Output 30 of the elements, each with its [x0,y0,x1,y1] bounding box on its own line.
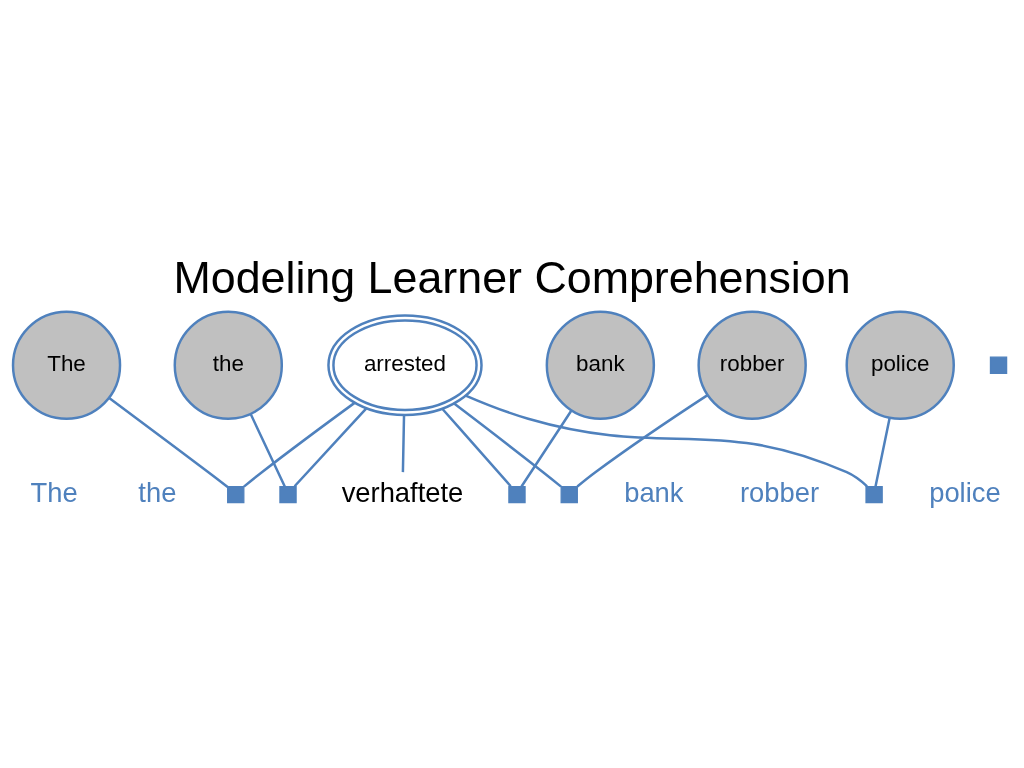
connector [243,401,356,488]
node-circle: bank [545,309,656,420]
node-circle: robber [697,309,807,420]
label: police [929,476,1001,508]
label: robber [739,476,820,508]
node-circle: the [173,309,284,420]
diagram-title: Modeling Learner Comprehension [173,251,851,302]
connector [520,409,573,487]
connector [441,407,512,487]
label: The [30,476,78,508]
node-box [508,485,526,503]
label: bank [624,476,684,508]
node-text: verhaftete [341,476,464,508]
node-box [279,485,297,503]
node-circle: The [11,309,122,420]
connector [576,393,709,487]
connector [401,414,406,472]
connector [108,396,229,488]
connector [874,416,891,487]
connector [465,393,868,487]
node-circle: police [845,309,955,420]
node-box [989,356,1008,374]
node-box [865,485,883,503]
connector [293,407,368,487]
label: the [138,476,177,508]
connector [453,402,562,488]
node-box [227,485,245,503]
node-ellipse: arrested [327,313,483,416]
node-box [560,485,578,503]
connector [249,413,286,487]
